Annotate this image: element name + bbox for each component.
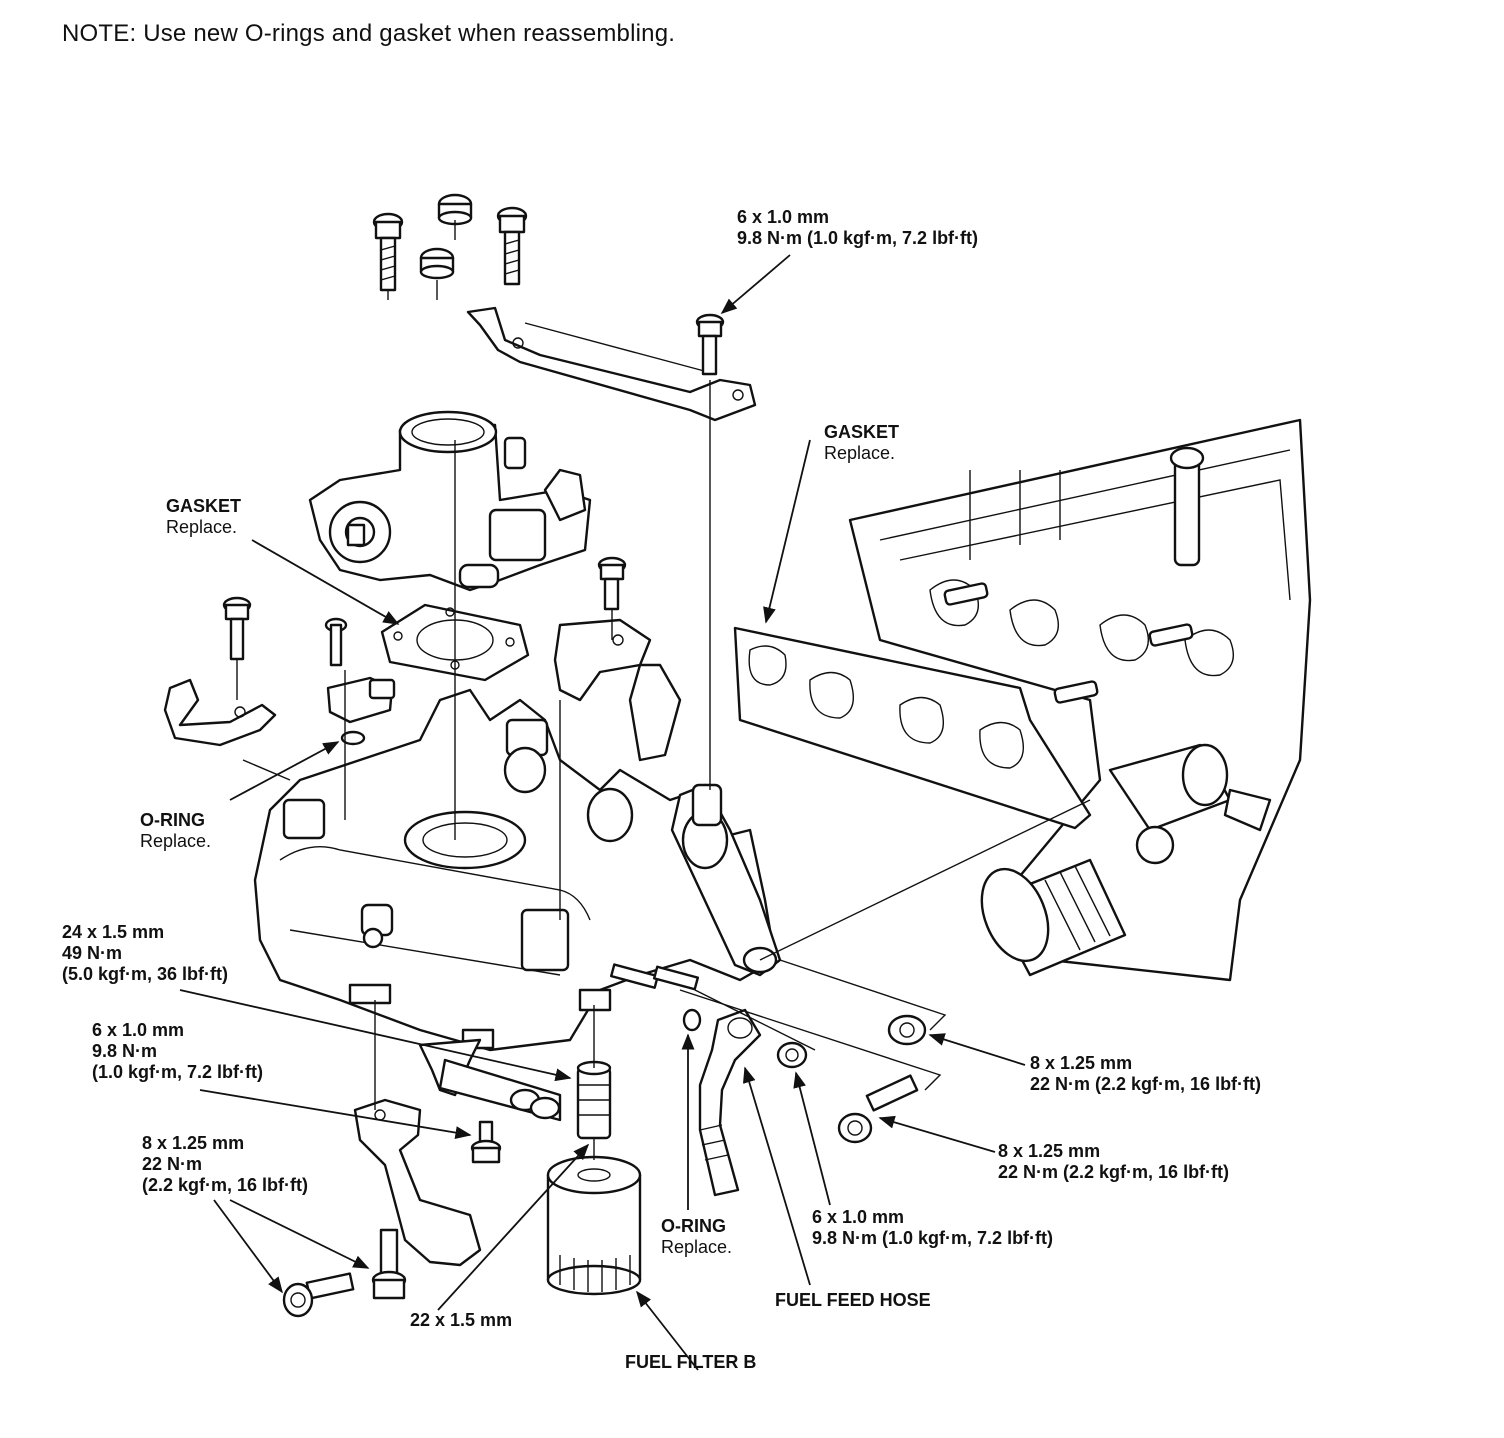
label-stud-22mm: 22 x 1.5 mm xyxy=(410,1310,512,1331)
lower-bracket-bolt-vertical xyxy=(371,1228,407,1300)
bracket-bolt xyxy=(695,313,725,376)
label-gasket-right: GASKET Replace. xyxy=(824,422,899,464)
fuel-rail xyxy=(418,1038,562,1122)
label-torque: 22 N·m (2.2 kgf·m, 16 lbf·ft) xyxy=(1030,1074,1262,1094)
manifold-nut xyxy=(887,1014,927,1046)
label-bolt-6mm-left: 6 x 1.0 mm 9.8 N·m (1.0 kgf·m, 7.2 lbf·f… xyxy=(92,1020,263,1083)
lower-support-bracket xyxy=(353,1098,482,1267)
bolt-top-right xyxy=(496,206,528,286)
throttle-support-bracket xyxy=(466,306,757,422)
fuel-hose-bolt xyxy=(776,1041,808,1069)
reassembly-note: NOTE: Use new O-rings and gasket when re… xyxy=(62,20,676,47)
fuel-filter-stud xyxy=(576,1060,612,1140)
fuel-hose-o-ring xyxy=(682,1008,702,1032)
label-name: FUEL FEED HOSE xyxy=(775,1290,931,1310)
label-name: O-RING xyxy=(140,810,205,830)
label-action: Replace. xyxy=(661,1237,733,1257)
intake-manifold xyxy=(253,688,782,1052)
label-torque-alt: (2.2 kgf·m, 16 lbf·ft) xyxy=(142,1175,309,1195)
label-bolt-8mm-left: 8 x 1.25 mm 22 N·m (2.2 kgf·m, 16 lbf·ft… xyxy=(142,1133,308,1196)
label-nut-8mm-right: 8 x 1.25 mm 22 N·m (2.2 kgf·m, 16 lbf·ft… xyxy=(1030,1053,1261,1095)
label-name: O-RING xyxy=(661,1216,726,1236)
upper-right-bracket xyxy=(553,618,682,762)
label-top-bracket-bolt: 6 x 1.0 mm 9.8 N·m (1.0 kgf·m, 7.2 lbf·f… xyxy=(737,207,978,249)
map-sensor xyxy=(326,676,396,724)
engine-oil-filter xyxy=(980,858,1127,977)
label-spec: 24 x 1.5 mm xyxy=(62,922,165,942)
sensor-screw xyxy=(324,617,348,667)
manifold-bolt xyxy=(837,1074,919,1144)
label-spec: 6 x 1.0 mm xyxy=(812,1207,905,1227)
lower-bracket-bolt-6mm xyxy=(470,1120,502,1164)
fuel-feed-hose xyxy=(698,1008,762,1197)
label-gasket-left: GASKET Replace. xyxy=(166,496,241,538)
left-wire-bracket xyxy=(163,678,277,747)
label-stud-24mm: 24 x 1.5 mm 49 N·m (5.0 kgf·m, 36 lbf·ft… xyxy=(62,922,228,985)
label-spec: 8 x 1.25 mm xyxy=(998,1141,1101,1161)
leader-arrows xyxy=(179,254,1026,1371)
engine-studs xyxy=(943,582,1194,704)
label-o-ring-left: O-RING Replace. xyxy=(140,810,211,852)
label-fuel-filter-b: FUEL FILTER B xyxy=(625,1352,756,1373)
label-torque: 22 N·m xyxy=(142,1154,203,1174)
left-bracket-bolt xyxy=(222,596,252,661)
label-torque-alt: (5.0 kgf·m, 36 lbf·ft) xyxy=(62,964,229,984)
label-action: Replace. xyxy=(166,517,238,537)
sensor-o-ring xyxy=(340,730,366,746)
lower-bracket-bolt-horizontal xyxy=(282,1272,355,1318)
label-name: FUEL FILTER B xyxy=(625,1352,757,1372)
thermostat-housing xyxy=(1108,743,1272,832)
label-action: Replace. xyxy=(824,443,896,463)
label-spec: 6 x 1.0 mm xyxy=(92,1020,185,1040)
label-fuel-feed-hose: FUEL FEED HOSE xyxy=(775,1290,931,1311)
label-name: GASKET xyxy=(824,422,900,442)
upper-bracket-bolt xyxy=(597,556,627,611)
label-torque-alt: (1.0 kgf·m, 7.2 lbf·ft) xyxy=(92,1062,264,1082)
label-action: Replace. xyxy=(140,831,212,851)
label-bolt-6mm-bottom: 6 x 1.0 mm 9.8 N·m (1.0 kgf·m, 7.2 lbf·f… xyxy=(812,1207,1053,1249)
label-torque: 9.8 N·m (1.0 kgf·m, 7.2 lbf·ft) xyxy=(812,1228,1054,1248)
label-torque: 22 N·m (2.2 kgf·m, 16 lbf·ft) xyxy=(998,1162,1230,1182)
label-torque: 9.8 N·m (1.0 kgf·m, 7.2 lbf·ft) xyxy=(737,228,979,248)
bolt-top-left xyxy=(372,212,404,292)
assembly-guide-lines xyxy=(236,220,1091,1160)
label-spec: 6 x 1.0 mm xyxy=(737,207,830,227)
label-torque: 9.8 N·m xyxy=(92,1041,158,1061)
nut-middle xyxy=(419,247,455,280)
throttle-body xyxy=(308,410,592,592)
throttle-body-bolts xyxy=(372,193,528,292)
label-spec: 8 x 1.25 mm xyxy=(142,1133,245,1153)
label-spec: 22 x 1.5 mm xyxy=(410,1310,513,1330)
label-bolt-8mm-right: 8 x 1.25 mm 22 N·m (2.2 kgf·m, 16 lbf·ft… xyxy=(998,1141,1229,1183)
label-spec: 8 x 1.25 mm xyxy=(1030,1053,1133,1073)
label-name: GASKET xyxy=(166,496,242,516)
manifold-studs xyxy=(609,963,700,991)
nut-top xyxy=(437,193,473,226)
port-outlines xyxy=(929,579,1234,677)
intake-manifold-gasket xyxy=(733,626,1092,830)
label-o-ring-bottom: O-RING Replace. xyxy=(661,1216,732,1258)
engine-block-illustration xyxy=(848,418,1312,982)
fuel-filter-b xyxy=(546,1155,642,1296)
label-torque: 49 N·m xyxy=(62,943,123,963)
